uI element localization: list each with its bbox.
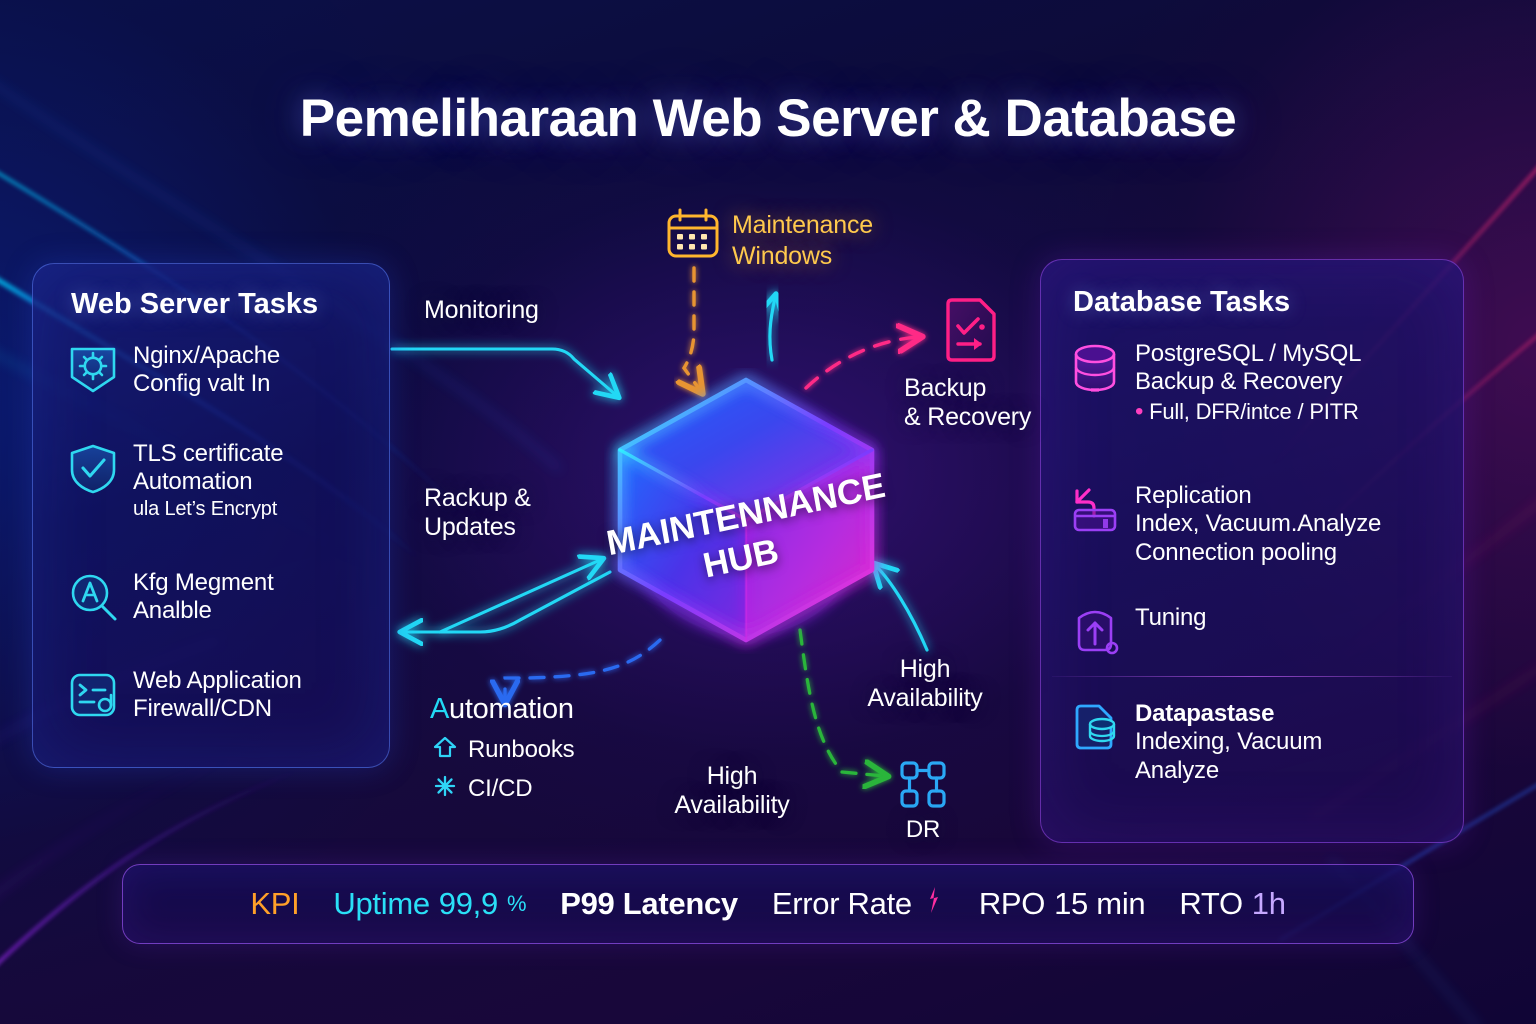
calendar-icon (667, 208, 719, 258)
web-task-text-nginx: Nginx/Apache Config valt In (133, 342, 281, 398)
web-task-row-tls[interactable]: TLS certificate Automation ula Let’s Enc… (65, 440, 284, 521)
page-title: Pemeliharaan Web Server & Database (299, 89, 1237, 148)
backup-recovery-label: Backup & Recovery (904, 374, 1032, 431)
automation-runbooks-label: Runbooks (468, 736, 575, 763)
db-panel-title: Database Tasks (1073, 286, 1291, 318)
dr-icon-wrap (896, 758, 952, 819)
cluster-nodes-icon (900, 761, 946, 808)
database-tasks-panel: Database Tasks PostgreSQL / MySQL Backup… (1040, 259, 1464, 843)
web-task-row-config-audit[interactable]: Kfg Megment Analble (65, 569, 274, 626)
web-panel-title: Web Server Tasks (71, 288, 319, 320)
rackup-updates-label: Rackup & Updates (424, 484, 531, 541)
kpi-uptime: Uptime 99,9 % (333, 886, 526, 922)
dr-label: DR (905, 816, 941, 843)
kpi-rto: RTO 1h (1179, 886, 1286, 922)
monitoring-label: Monitoring (424, 296, 539, 324)
arrow-updates-to-hub (438, 560, 600, 634)
automation-block: Automation Runbooks CI/CD (430, 693, 575, 804)
db-footer-text-database: Datapastase Indexing, Vacuum Analyze (1135, 700, 1323, 784)
kpi-rpo-value: 15 min (1054, 886, 1146, 921)
automation-title: Automation (430, 693, 574, 726)
maintenance-windows-label: Maintenance Windows (732, 211, 873, 270)
db-panel-divider (1052, 676, 1452, 678)
db-file-icon (1067, 700, 1123, 756)
kpi-latency: P99 Latency (560, 886, 738, 921)
kpi-uptime-value: 99,9 (438, 886, 498, 921)
bullet-dot: • (1135, 397, 1144, 425)
terminal-doc-icon (65, 667, 121, 723)
kpi-rto-value: 1h (1251, 886, 1286, 921)
arrow-hub-to-webpanel (404, 570, 612, 632)
web-task-text-tls: TLS certificate Automation ula Let’s Enc… (133, 440, 284, 520)
maintenance-hub-cube: MAINTENNANCE HUB (604, 368, 888, 654)
database-cylinder-icon (1067, 340, 1123, 396)
web-task-row-nginx[interactable]: Nginx/Apache Config valt In (65, 342, 280, 399)
backup-recovery-icon-wrap (940, 296, 1002, 369)
db-footer-row-database[interactable]: Datapastase Indexing, Vacuum Analyze (1067, 700, 1322, 785)
db-task-text-tuning: Tuning (1135, 604, 1207, 631)
high-availability-center-label: High Availability (674, 762, 790, 819)
up-arrow-home-icon (430, 735, 460, 765)
automation-item-runbooks[interactable]: Runbooks (430, 735, 575, 765)
kpi-uptime-unit: % (506, 891, 527, 916)
db-task-text-postgres: PostgreSQL / MySQL Backup & Recovery • F… (1135, 340, 1362, 425)
shield-check-icon (65, 440, 121, 496)
arrow-monitoring (390, 347, 616, 395)
db-task-row-postgres[interactable]: PostgreSQL / MySQL Backup & Recovery • F… (1067, 340, 1361, 427)
automation-title-rest: utomation (449, 693, 574, 725)
high-availability-right-label: High Availability (867, 655, 983, 712)
kpi-uptime-label: Uptime (333, 886, 430, 921)
shield-upload-icon (1067, 604, 1123, 660)
kpi-rpo-label: RPO (978, 886, 1046, 921)
calendar-icon-wrap (664, 206, 722, 269)
kpi-rpo: RPO 15 min (979, 886, 1146, 922)
db-task-row-replication[interactable]: Replication Index, Vacuum.Analyze Connec… (1067, 482, 1381, 567)
kpi-rto-label: RTO (1179, 886, 1243, 921)
replication-arrow-icon (1067, 482, 1123, 538)
automation-title-initial: A (430, 693, 450, 725)
db-task-row-tuning[interactable]: Tuning (1067, 604, 1206, 660)
backup-file-icon (946, 298, 996, 362)
kpi-bar: KPI Uptime 99,9 % P99 Latency Error Rate… (122, 864, 1414, 944)
kpi-label: KPI (250, 886, 300, 921)
kpi-error-rate: Error Rate (772, 885, 945, 923)
web-server-tasks-panel: Web Server Tasks Nginx/Apache (32, 263, 390, 768)
automation-cicd-label: CI/CD (468, 775, 533, 802)
web-task-row-waf[interactable]: Web Application Firewall/CDN (65, 667, 302, 724)
arrow-hub-up (770, 298, 775, 362)
web-task-text-config-audit: Kfg Megment Analble (133, 569, 274, 625)
shield-gear-icon (65, 342, 121, 398)
kpi-error-rate-label: Error Rate (771, 886, 912, 921)
magnifier-a-icon (65, 569, 121, 625)
bolt-icon (921, 885, 945, 923)
gear-star-icon (430, 774, 460, 804)
web-task-text-waf: Web Application Firewall/CDN (133, 667, 302, 723)
automation-item-cicd[interactable]: CI/CD (430, 774, 574, 804)
db-task-text-replication: Replication Index, Vacuum.Analyze Connec… (1135, 482, 1382, 566)
db-bullet-text: Full, DFR/intce / PITR (1149, 398, 1359, 424)
